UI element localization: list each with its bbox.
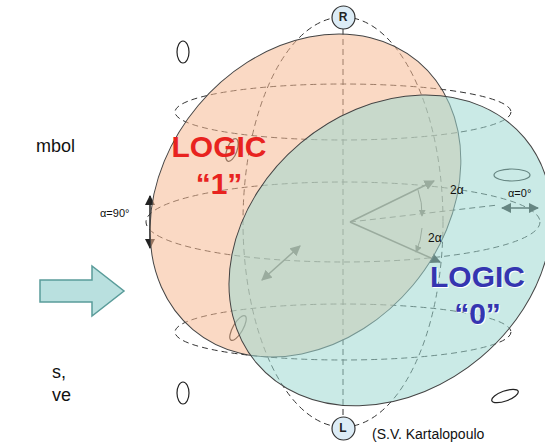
logic-zero-region: LOGIC “0” — [229, 95, 545, 406]
polarization-ellipse — [177, 41, 189, 63]
polarization-ellipse — [490, 387, 520, 406]
logic-label: LOGIC “1” — [160, 128, 278, 203]
logic-label: LOGIC “0” — [420, 258, 535, 333]
source-credit: (S.V. Kartalopoulo — [372, 426, 484, 442]
polarization-ellipse — [177, 382, 189, 404]
pole-circle: L — [331, 416, 356, 441]
angle-label: 2α — [450, 183, 464, 197]
region-shape — [229, 95, 545, 406]
cut-off-text: ve — [52, 385, 71, 406]
pole-label: R — [339, 10, 348, 25]
pole-circle-outline — [332, 6, 355, 29]
angle-label: α=0° — [508, 187, 531, 199]
region-ellipse — [166, 30, 545, 445]
pole-circle: R — [331, 5, 356, 30]
angle-label: α=90° — [100, 207, 129, 219]
cut-off-text: s, — [52, 362, 66, 383]
pointer-arrow — [40, 266, 124, 316]
pole-circle-outline — [332, 417, 355, 440]
angle-label: 2α — [428, 231, 442, 245]
pole-label: L — [339, 421, 346, 436]
cut-off-text: mbol — [36, 136, 75, 157]
